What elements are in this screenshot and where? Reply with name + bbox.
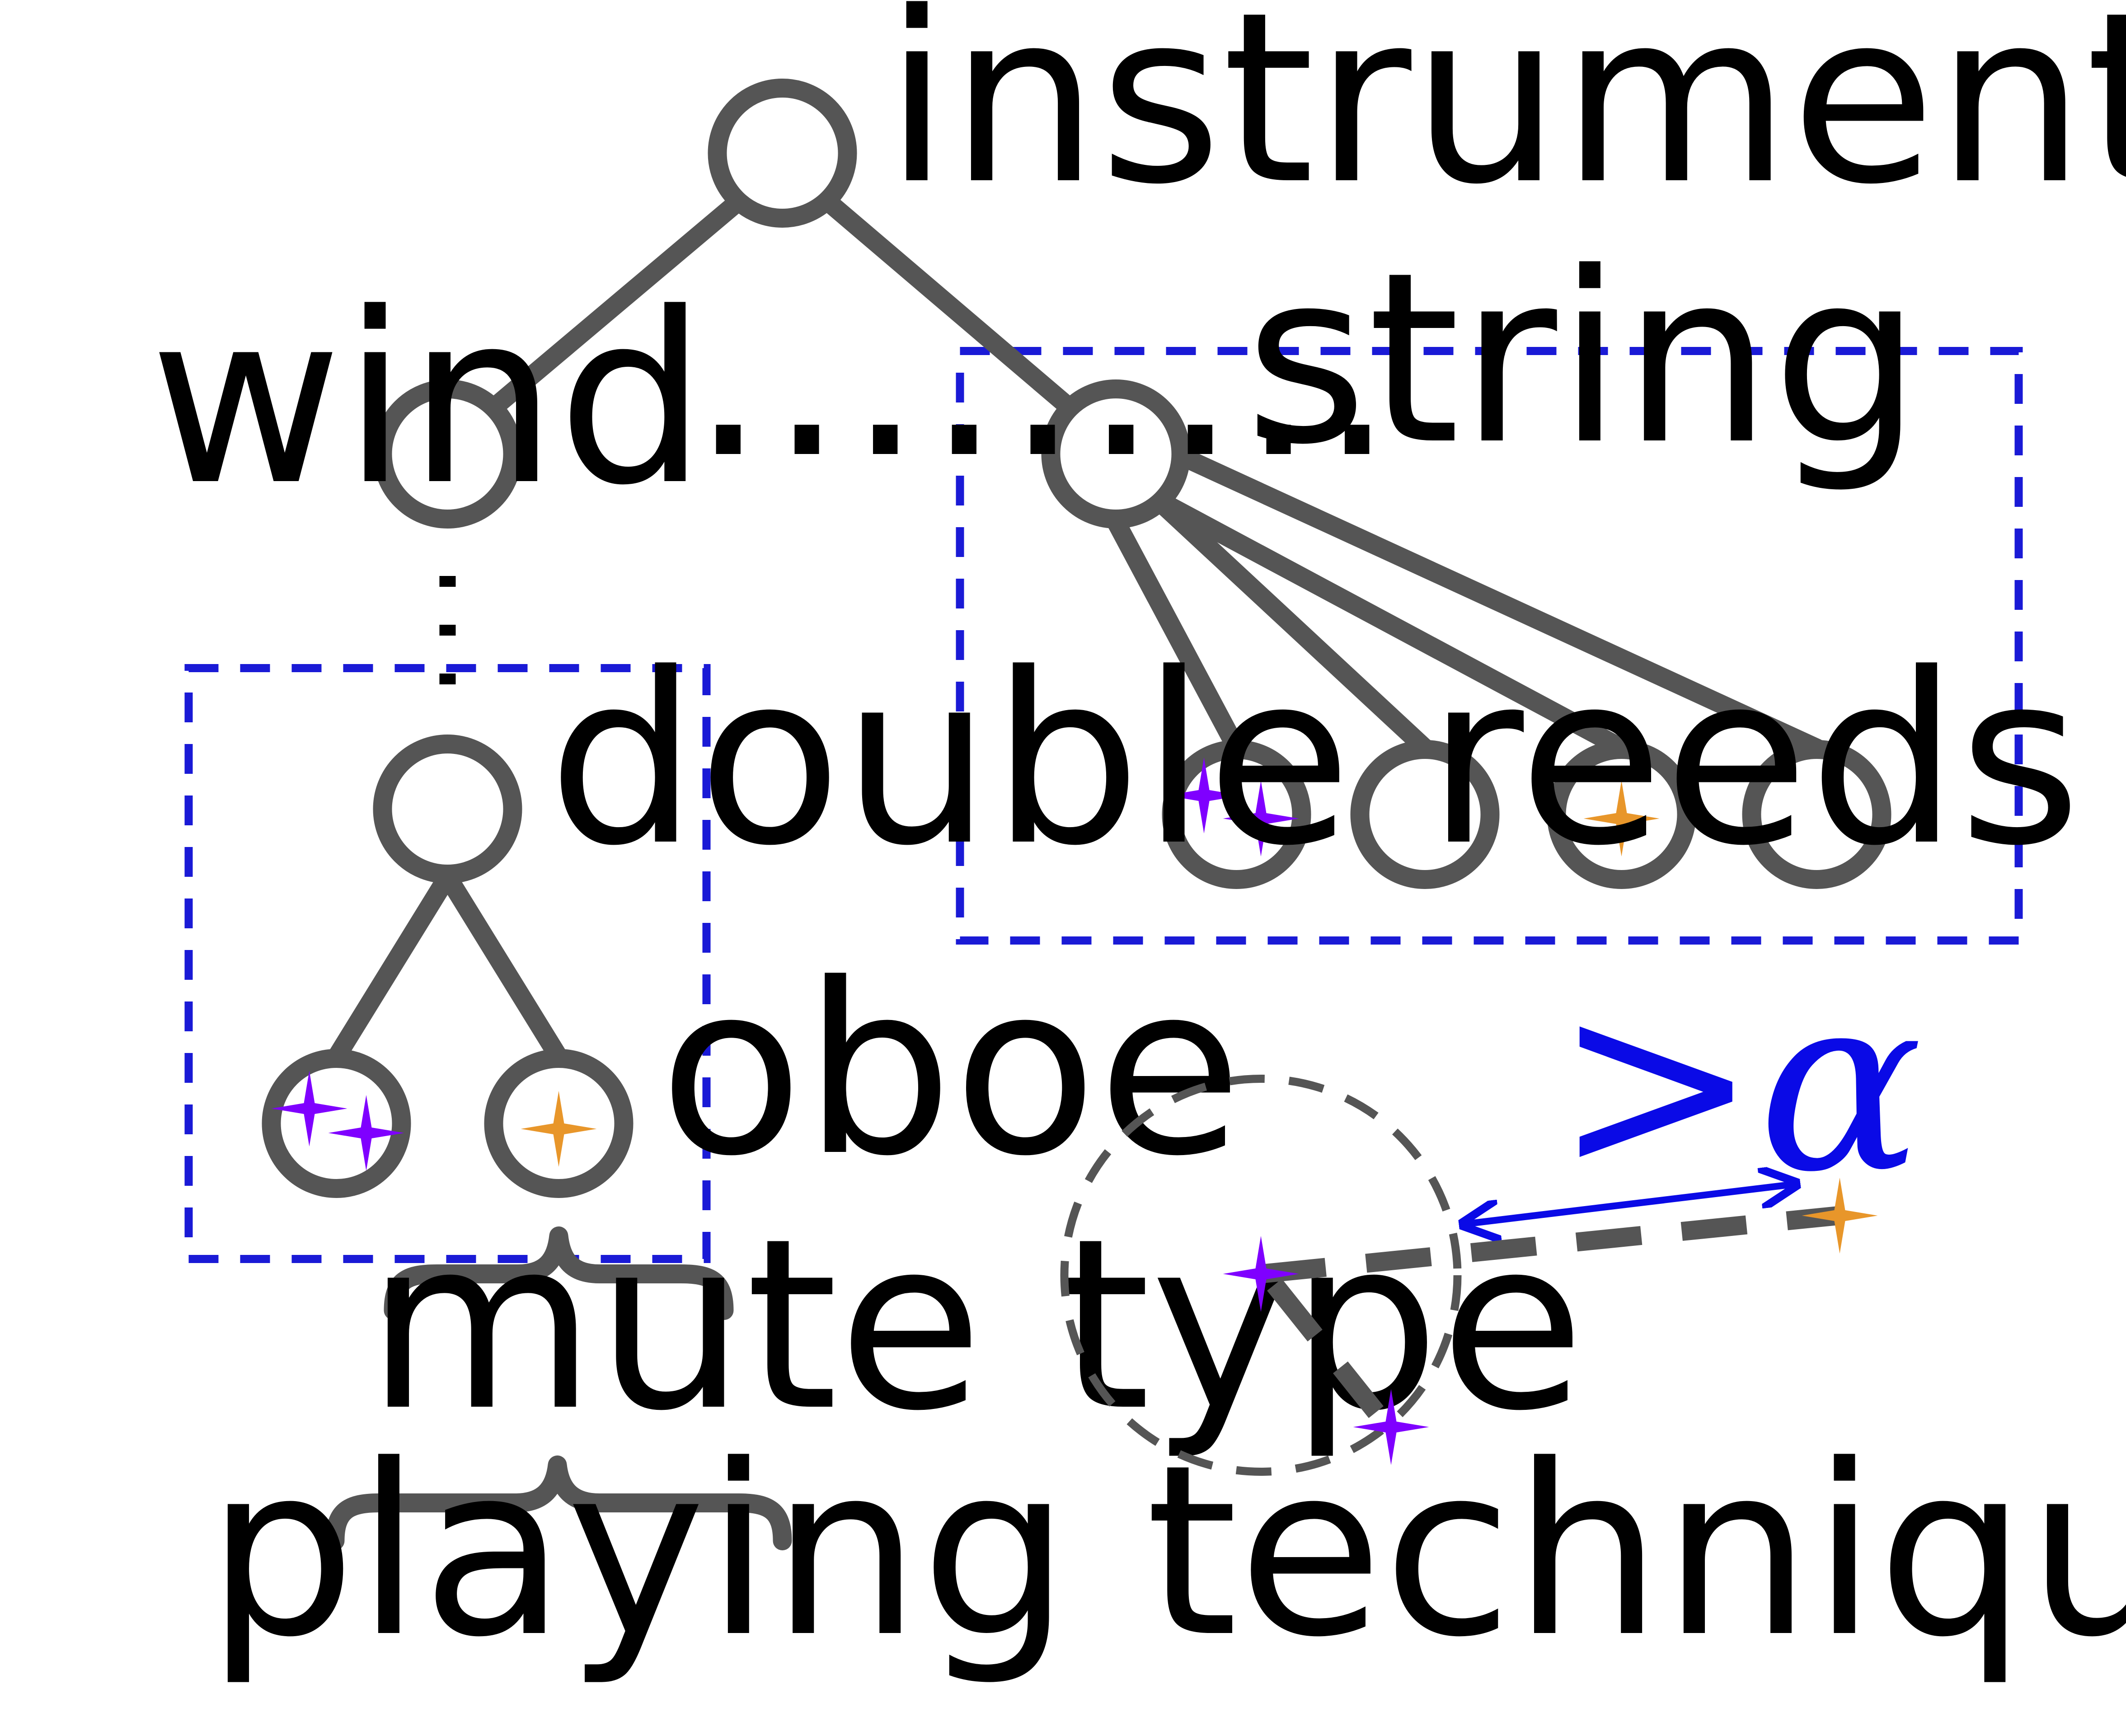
node-wind bbox=[373, 379, 522, 529]
tree-edges bbox=[327, 194, 1826, 1067]
double-reeds-group-box bbox=[184, 664, 711, 1263]
node-instrument bbox=[708, 79, 857, 228]
edge-double-reeds-left bbox=[327, 867, 457, 1067]
string-group-box bbox=[956, 347, 2023, 945]
edge-string-child-3 bbox=[1156, 495, 1631, 758]
edge-double-reeds-oboe bbox=[438, 867, 568, 1067]
edge-string-child-1 bbox=[1106, 512, 1246, 758]
label-double-reeds: double reeds bbox=[548, 623, 2082, 898]
edge-instrument-string bbox=[820, 194, 1078, 416]
node-string bbox=[1041, 379, 1191, 529]
radius-circle bbox=[1060, 1075, 1462, 1476]
embedding-space-illustration: >α bbox=[1060, 942, 1923, 1476]
threshold-label: >α bbox=[1554, 942, 1923, 1226]
label-string: string bbox=[1245, 222, 1922, 496]
label-oboe: oboe bbox=[659, 933, 1243, 1208]
edge-instrument-wind bbox=[485, 194, 746, 416]
playing-techniques-brace bbox=[325, 1455, 792, 1550]
label-instrument: instrument bbox=[884, 0, 2126, 236]
distance-to-purple bbox=[1267, 1278, 1384, 1418]
node-double-reeds-child bbox=[262, 1049, 411, 1198]
label-mute-type: mute type bbox=[366, 1188, 1585, 1463]
node-string-child-4 bbox=[1742, 740, 1891, 889]
label-wind: wind bbox=[150, 262, 707, 537]
node-string-child-2 bbox=[1350, 740, 1500, 889]
node-double-reeds bbox=[373, 735, 522, 884]
edge-string-child-4 bbox=[1170, 446, 1826, 758]
threshold-arrow bbox=[1467, 1184, 1793, 1224]
edge-string-child-2 bbox=[1150, 492, 1435, 758]
label-playing-techniques: playing techniques bbox=[206, 1414, 2126, 1689]
label-ellipsis: ……… bbox=[689, 235, 1397, 510]
mute-type-brace bbox=[384, 1226, 734, 1320]
